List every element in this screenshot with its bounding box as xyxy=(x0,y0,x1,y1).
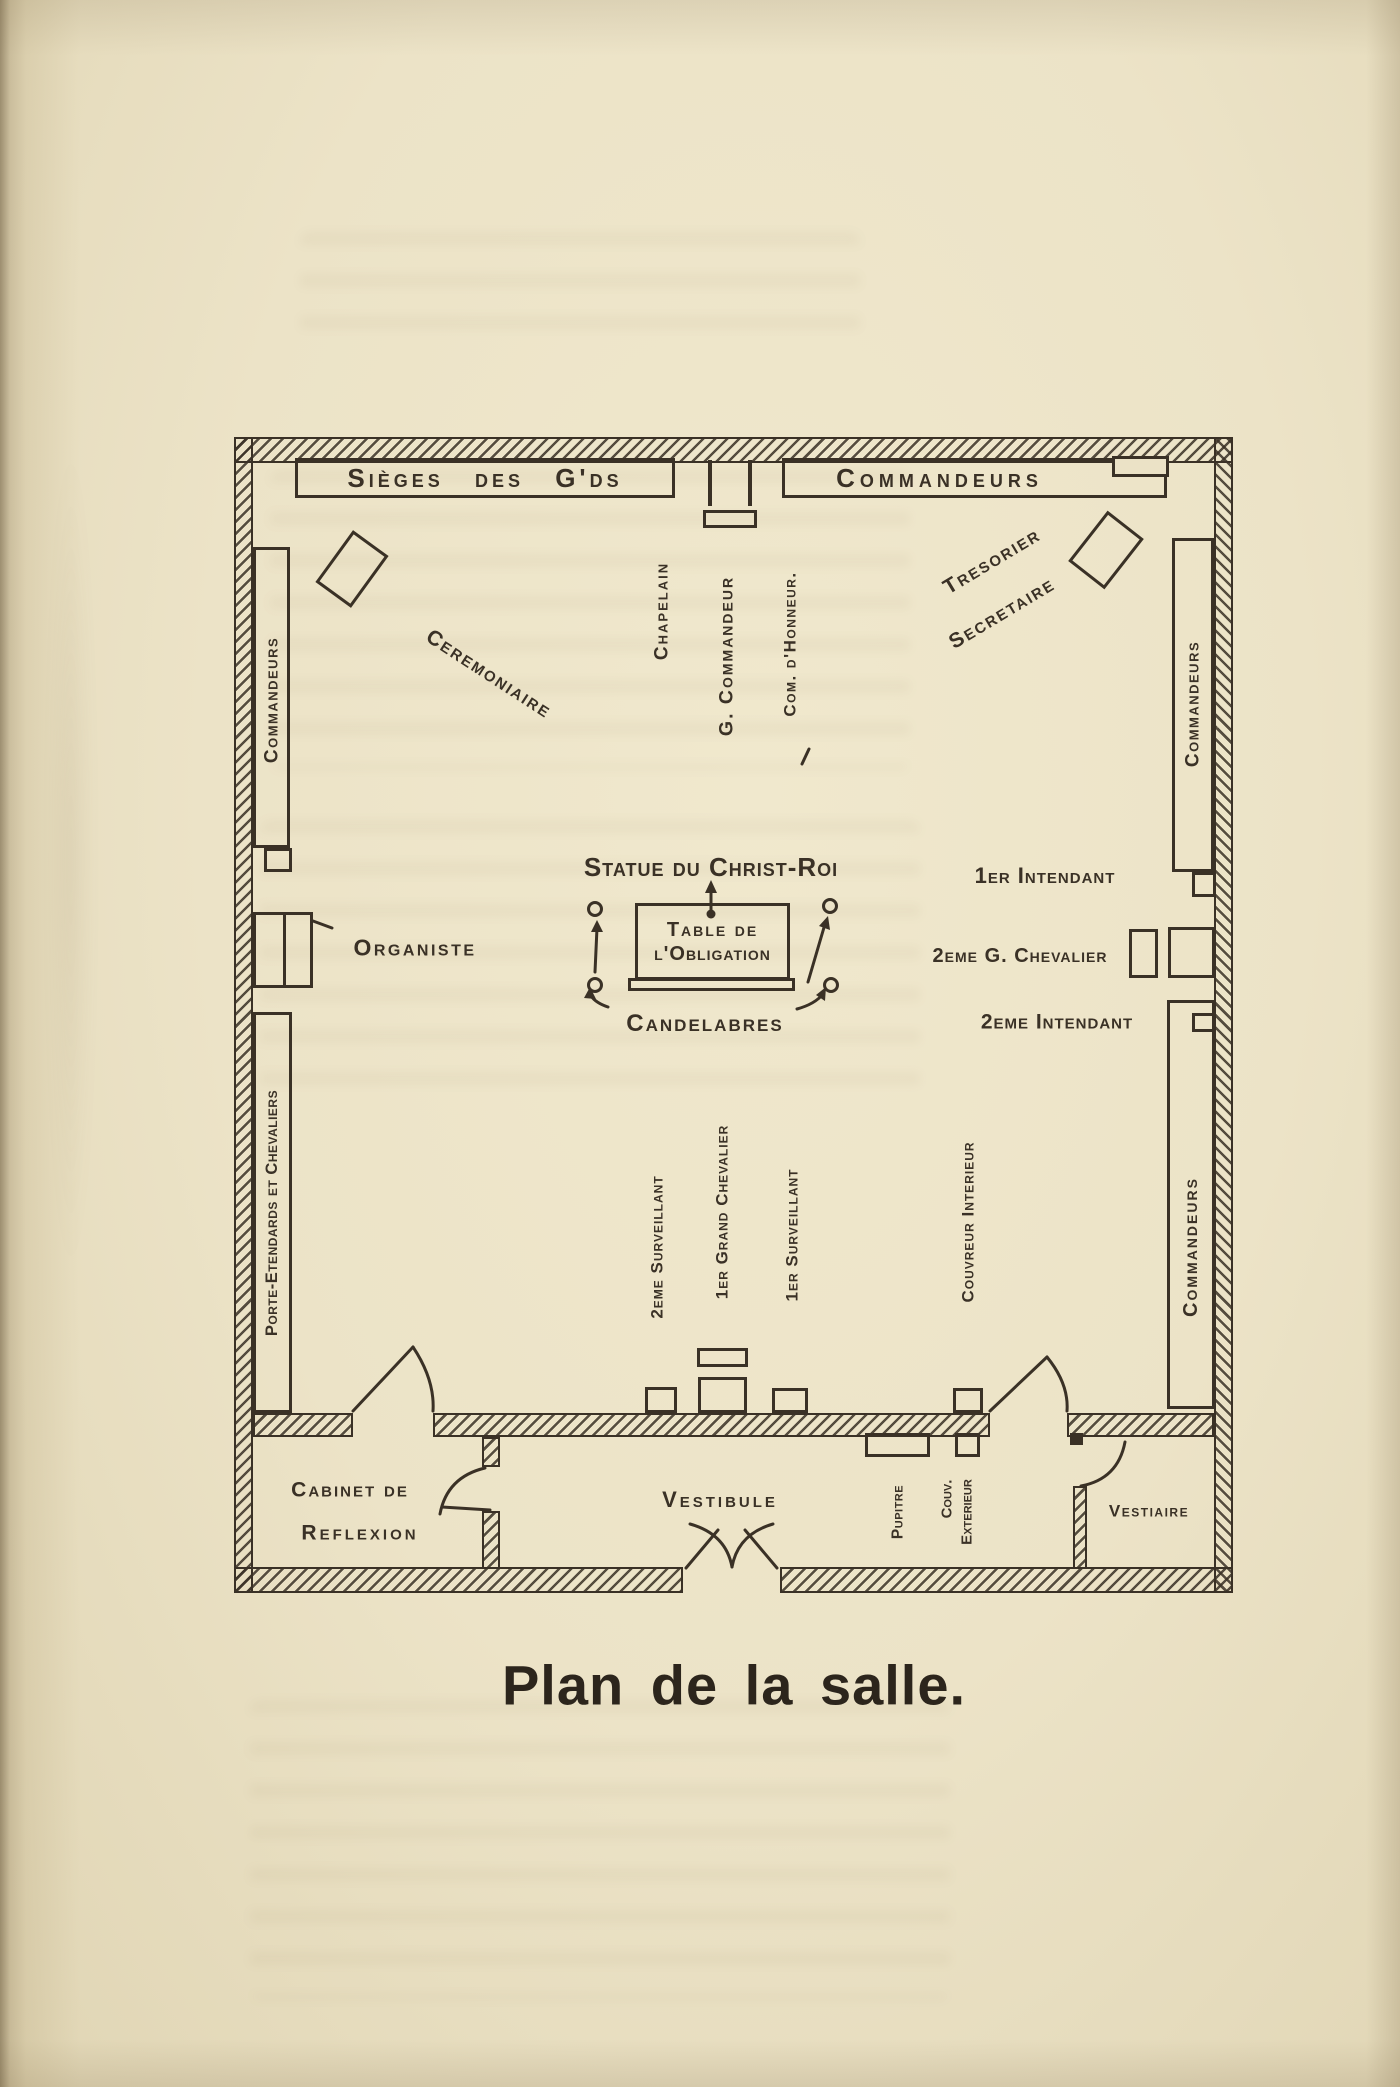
door-vestibule-hall xyxy=(988,1355,1069,1413)
label-commandeurs-west: Commandeurs xyxy=(261,636,283,764)
label-ceremoniaire: Ceremoniaire xyxy=(421,624,557,724)
table-obligation-line1: Table de xyxy=(666,918,759,941)
chair-ceremoniaire xyxy=(315,530,389,608)
seat-couvreur-exterieur xyxy=(955,1433,980,1457)
bench-commandeurs-label: Commandeurs xyxy=(836,463,1043,493)
candelabra-top-right xyxy=(822,898,838,914)
bleedthrough-smudge xyxy=(270,470,910,770)
label-intendant-2eme: 2eme Intendant xyxy=(980,1010,1134,1034)
floor-plan-diagram: Sièges des G'ds Commandeurs Table de l'O… xyxy=(234,437,1233,1593)
seat-surveillant-2eme xyxy=(645,1387,677,1413)
label-surveillant-2eme: 2eme Surveillant xyxy=(647,1175,667,1319)
candelabra-bottom-left xyxy=(587,977,603,993)
bleedthrough-smudge xyxy=(250,1700,950,2000)
bench-porte-etendards xyxy=(253,1012,292,1413)
bench-commandeurs-west xyxy=(253,547,290,848)
paper-shadow-streak xyxy=(46,430,96,1290)
label-com-dhonneur: Com. d'Honneur. xyxy=(780,571,800,717)
door-vestibule-vestiaire xyxy=(1070,1433,1127,1488)
stall-g-chevalier-2eme xyxy=(1168,927,1215,978)
label-couvreur-interieur: Couvreur Interieur xyxy=(958,1141,978,1303)
bench-commandeurs-east-lower xyxy=(1167,1000,1215,1409)
wall-south-left-of-entrance xyxy=(234,1567,683,1593)
candelabra-top-left xyxy=(587,901,603,917)
label-grand-chevalier-1er: 1er Grand Chevalier xyxy=(712,1124,732,1300)
label-intendant-1er: 1er Intendant xyxy=(974,863,1116,888)
label-commandeurs-east-upper: Commandeurs xyxy=(1182,640,1204,768)
throne-nook-side-left xyxy=(708,460,712,506)
organ-label-connector xyxy=(311,919,334,930)
bench-sieges-label: Sièges des G'ds xyxy=(347,463,623,493)
figure-caption: Plan de la salle. xyxy=(501,1653,967,1717)
label-commandeurs-east-lower: Commandeurs xyxy=(1180,1177,1202,1317)
bench-commandeurs-east-upper xyxy=(1172,538,1214,872)
bleedthrough-smudge xyxy=(300,232,860,342)
wall-west xyxy=(234,437,253,1593)
label-vestibule: Vestibule xyxy=(662,1487,778,1512)
seat-commandeurs-west-end xyxy=(264,848,292,872)
label-candelabres: Candelabres xyxy=(626,1010,784,1037)
seat-g-chevalier-2eme xyxy=(1129,929,1158,978)
seat-intendant-1er xyxy=(1192,872,1216,897)
throne-seat-g-commandeur xyxy=(703,510,757,528)
label-couvreur-ext-line2: Exterieur xyxy=(958,1479,976,1545)
organ xyxy=(253,912,313,988)
label-cabinet-line2: Reflexion xyxy=(301,1521,419,1545)
candelabra-bottom-right xyxy=(823,977,839,993)
label-organiste: Organiste xyxy=(353,934,477,961)
label-porte-etendards: Porte-Etendards et Chevaliers xyxy=(262,1089,281,1337)
label-statue-christ-roi: Statue du Christ-Roi xyxy=(583,852,839,882)
throne-nook-side-right xyxy=(748,460,752,506)
bench-corner-seat xyxy=(1112,456,1169,477)
door-cabinet-hall xyxy=(351,1345,435,1413)
seat-intendant-2eme xyxy=(1192,1013,1215,1032)
pedestal-grand-chevalier-1er xyxy=(697,1348,748,1367)
table-obligation-line2: l'Obligation xyxy=(654,942,771,965)
label-vestiaire: Vestiaire xyxy=(1108,1501,1190,1521)
seat-surveillant-1er xyxy=(772,1388,808,1413)
door-vestibule-cabinet xyxy=(438,1466,492,1516)
wall-hall-vestibule-a xyxy=(253,1413,353,1437)
seat-grand-chevalier-1er xyxy=(698,1377,747,1413)
seat-couvreur-interieur xyxy=(953,1388,983,1413)
label-g-commandeur: G. Commandeur xyxy=(715,575,738,737)
label-cabinet-line1: Cabinet de xyxy=(291,1478,409,1502)
entrance-double-door xyxy=(684,1522,779,1570)
label-g-chevalier-2eme: 2eme G. Chevalier xyxy=(932,945,1108,967)
wall-south-right-of-entrance xyxy=(780,1567,1233,1593)
label-pupitre: Pupitre xyxy=(889,1484,907,1540)
wall-cabinet-vestibule-upper xyxy=(482,1437,500,1467)
table-obligation: Table de l'Obligation xyxy=(635,903,790,980)
wall-east xyxy=(1214,437,1233,1593)
chair-tresorier-secretaire xyxy=(1068,510,1144,590)
wall-vestiaire-west xyxy=(1073,1486,1087,1569)
label-couvreur-ext-line1: Couv. xyxy=(938,1479,956,1519)
label-surveillant-1er: 1er Surveillant xyxy=(782,1168,802,1302)
wall-hall-vestiaire xyxy=(1067,1413,1214,1437)
bench-commandeurs-north: Commandeurs xyxy=(782,458,1167,498)
pedestal-pupitre xyxy=(865,1433,930,1457)
bench-sieges-des-gds: Sièges des G'ds xyxy=(295,458,675,498)
wall-cabinet-vestibule-lower xyxy=(482,1511,500,1569)
honneur-label-tick xyxy=(800,747,811,766)
organ-divider xyxy=(283,915,286,985)
table-obligation-platform xyxy=(628,978,795,991)
label-chapelain: Chapelain xyxy=(651,561,673,661)
